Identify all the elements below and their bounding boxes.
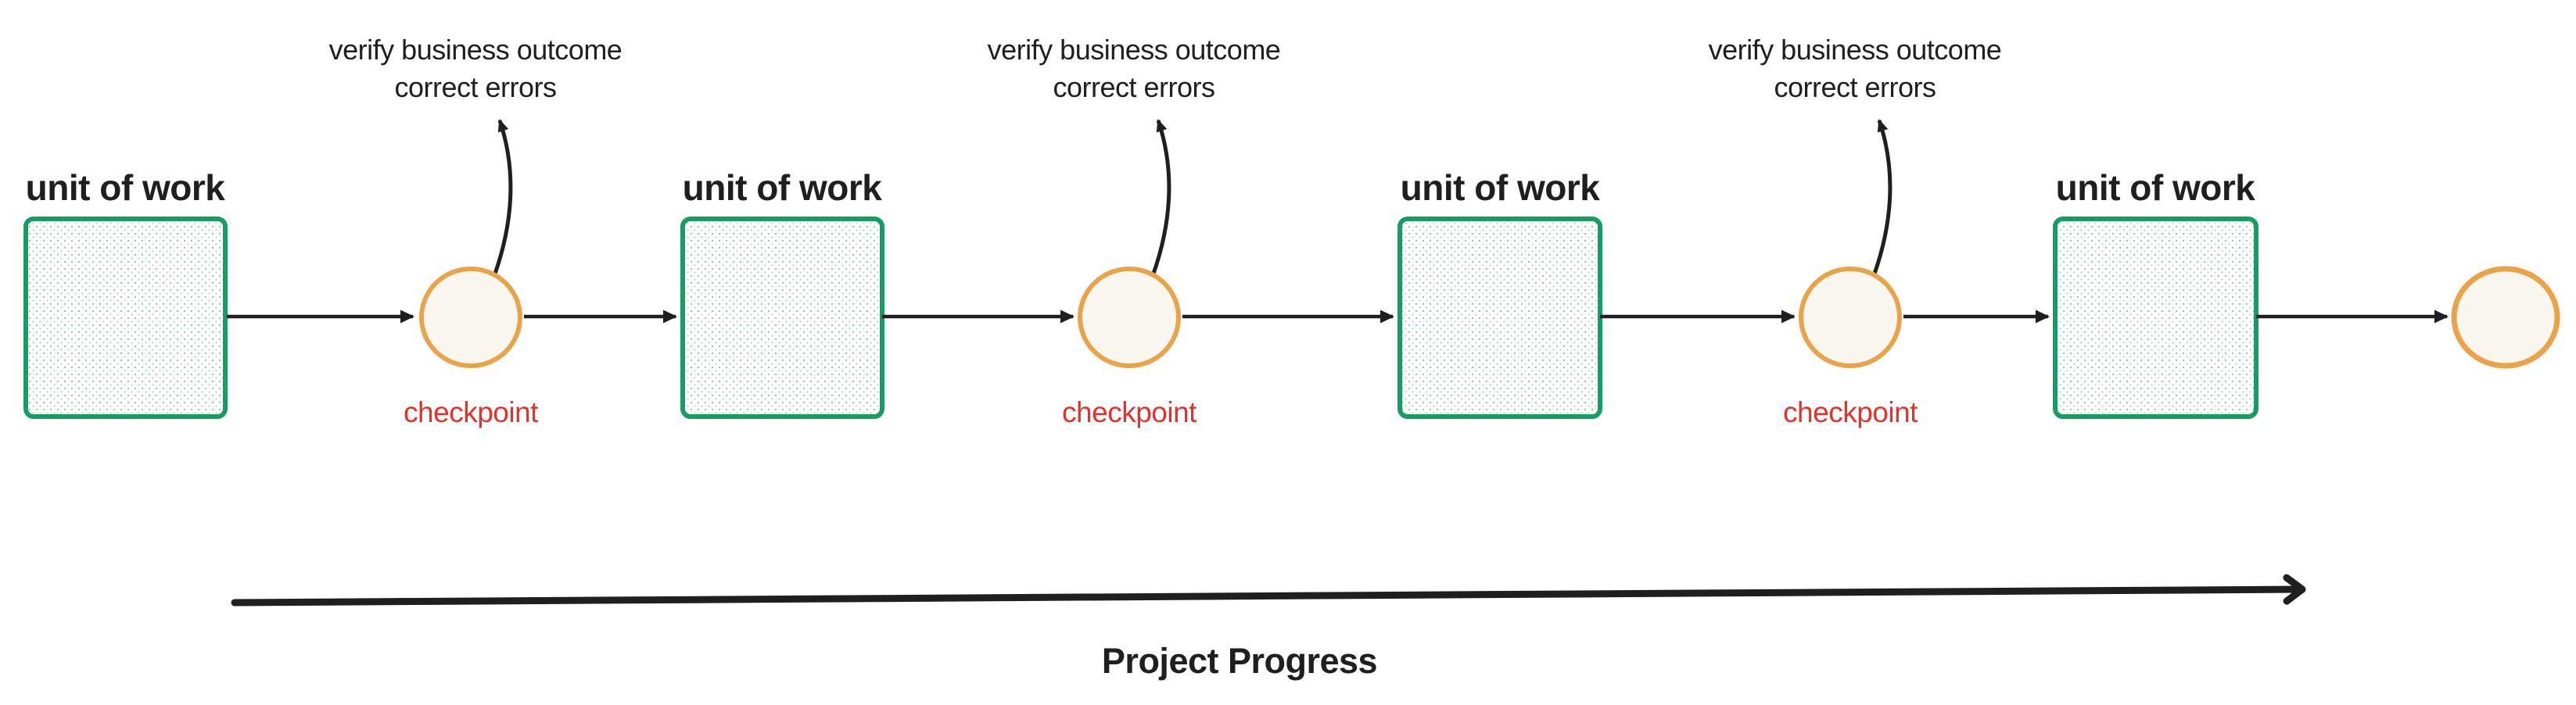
unit-of-work-box <box>1397 217 1602 419</box>
progress-label: Project Progress <box>1102 641 1377 681</box>
verify-annotation-line1: verify business outcome <box>988 34 1281 66</box>
unit-of-work-label: unit of work <box>1401 167 1601 208</box>
unit-of-work-box <box>680 217 884 419</box>
checkpoint-label: checkpoint <box>1783 396 1918 428</box>
unit-of-work-box <box>23 217 228 419</box>
checkpoint-label: checkpoint <box>404 396 539 428</box>
unit-of-work-label: unit of work <box>683 167 883 208</box>
checkpoint-label: checkpoint <box>1062 396 1197 428</box>
checkpoint-node <box>419 267 522 368</box>
verify-annotation-line1: verify business outcome <box>329 34 622 66</box>
verify-annotation-line2: correct errors <box>394 71 556 103</box>
verify-curve-arrow <box>492 119 513 277</box>
unit-of-work-1: unit of work <box>23 167 228 419</box>
unit-of-work-label: unit of work <box>26 167 226 208</box>
unit-of-work-2: unit of work <box>680 167 884 419</box>
unit-of-work-box <box>2053 217 2258 419</box>
checkpoint-node <box>1799 267 1902 368</box>
checkpoint-2: verify business outcome correct errors c… <box>988 34 1281 428</box>
verify-annotation-line1: verify business outcome <box>1709 34 2002 66</box>
checkpoint-3: verify business outcome correct errors c… <box>1709 34 2002 428</box>
unit-of-work-3: unit of work <box>1397 167 1602 419</box>
progress-arrow <box>231 574 2306 607</box>
unit-of-work-4: unit of work <box>2053 167 2258 419</box>
verify-curve-arrow <box>1871 119 1893 277</box>
final-checkpoint-node <box>2451 266 2560 369</box>
checkpoint-1: verify business outcome correct errors c… <box>329 34 622 428</box>
verify-annotation-line2: correct errors <box>1053 71 1214 103</box>
unit-of-work-label: unit of work <box>2056 167 2256 208</box>
verify-annotation-line2: correct errors <box>1774 71 1936 103</box>
checkpoint-node <box>1078 267 1181 368</box>
verify-curve-arrow <box>1150 119 1171 277</box>
